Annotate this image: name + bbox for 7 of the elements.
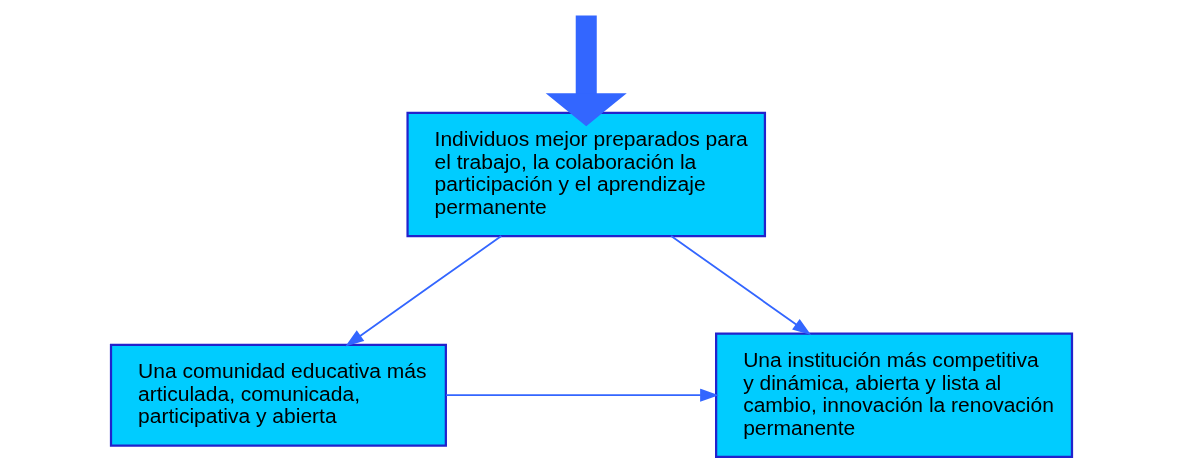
arrow — [545, 15, 627, 127]
arrow — [670, 235, 812, 336]
arrow — [345, 235, 503, 347]
node-box: Una institución más competitiva y dinámica, abierta y lista al cambio, innovación la renovación permanente — [715, 332, 1074, 458]
node-box: Individuos mejor preparados para el trabajo, la colaboración la participación y el aprendizaje permanente — [406, 111, 767, 238]
arrow — [445, 388, 719, 402]
node-box: Una comunidad educativa más articulada, comunicada, participativa y abierta — [109, 343, 447, 447]
